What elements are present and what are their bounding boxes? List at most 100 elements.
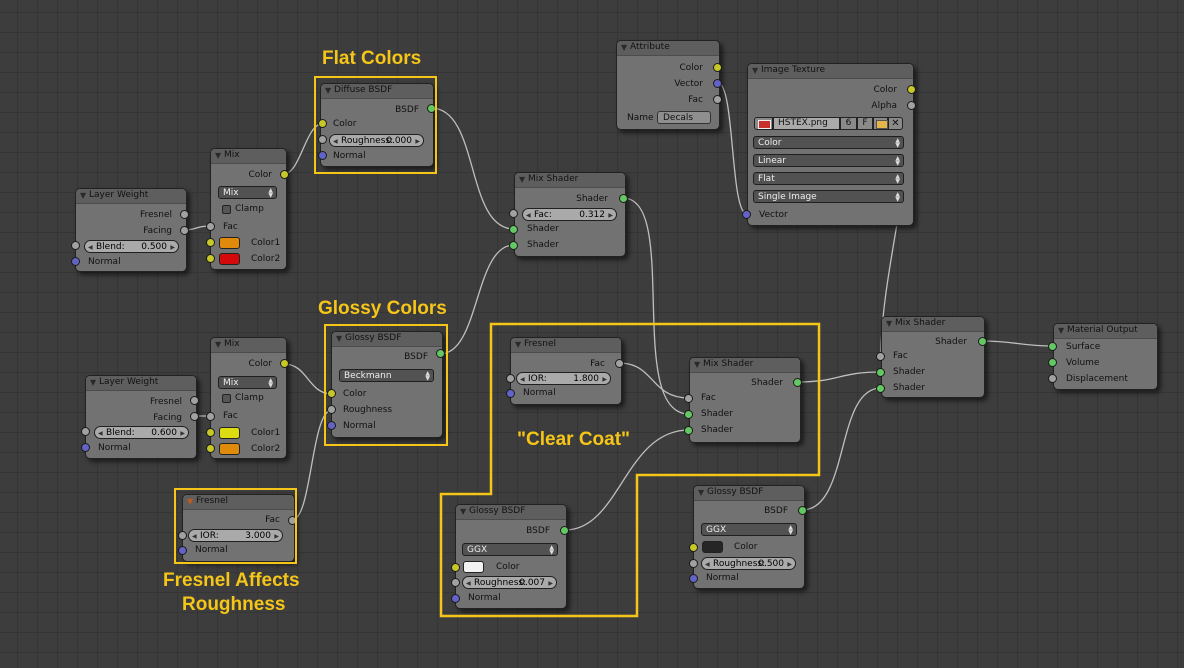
socket-input-normal[interactable] <box>71 257 80 266</box>
socket-output-alpha[interactable] <box>907 101 916 110</box>
distribution-dropdown[interactable]: GGX▲▼ <box>701 523 797 536</box>
socket-input-roughness[interactable] <box>689 559 698 568</box>
color-swatch[interactable] <box>702 541 723 553</box>
node-header[interactable]: ▼Mix Shader <box>690 358 800 373</box>
decrement-arrow-icon[interactable]: ◀ <box>520 376 525 383</box>
socket-input-normal[interactable] <box>689 574 698 583</box>
socket-output-shader[interactable] <box>978 337 987 346</box>
increment-arrow-icon[interactable]: ▶ <box>170 244 175 251</box>
increment-arrow-icon[interactable]: ▶ <box>787 561 792 568</box>
socket-input-volume[interactable] <box>1048 358 1057 367</box>
socket-output-fresnel[interactable] <box>190 396 199 405</box>
socket-input-roughness[interactable] <box>451 578 460 587</box>
collapse-triangle-icon[interactable]: ▼ <box>187 497 194 506</box>
socket-input-shader2[interactable] <box>509 241 518 250</box>
mix-node-1[interactable]: ▼Mix Color Mix▲▼ Clamp Fac Color1 Color2 <box>210 148 287 270</box>
clamp-checkbox[interactable] <box>222 394 231 403</box>
socket-input-ior[interactable] <box>506 374 515 383</box>
mix-node-2[interactable]: ▼Mix Color Mix▲▼ Clamp Fac Color1 Color2 <box>210 337 287 459</box>
socket-input-blend[interactable] <box>71 241 80 250</box>
socket-output-color[interactable] <box>713 63 722 72</box>
socket-input-shader1[interactable] <box>876 368 885 377</box>
distribution-dropdown[interactable]: Beckmann▲▼ <box>339 369 434 382</box>
projection-dropdown[interactable]: Flat▲▼ <box>753 172 904 185</box>
socket-input-blend[interactable] <box>81 427 90 436</box>
increment-arrow-icon[interactable]: ▶ <box>548 580 553 587</box>
socket-input-normal[interactable] <box>506 389 515 398</box>
layer-weight-node-1[interactable]: ▼Layer Weight Fresnel Facing ◀Blend:0.50… <box>75 188 187 272</box>
decrement-arrow-icon[interactable]: ◀ <box>192 533 197 540</box>
layer-weight-node-2[interactable]: ▼Layer Weight Fresnel Facing ◀Blend:0.60… <box>85 375 197 459</box>
fresnel-node-1[interactable]: ▼Fresnel Fac ◀IOR:3.000▶ Normal <box>182 494 295 562</box>
socket-output-shader[interactable] <box>619 194 628 203</box>
unlink-image-icon[interactable]: ✕ <box>888 117 903 130</box>
socket-output-bsdf[interactable] <box>560 526 569 535</box>
socket-input-fac[interactable] <box>509 209 518 218</box>
roughness-field[interactable]: ◀Roughness:0.007▶ <box>462 576 557 589</box>
socket-input-surface[interactable] <box>1048 342 1057 351</box>
open-folder-icon[interactable] <box>873 117 888 130</box>
socket-input-normal[interactable] <box>81 443 90 452</box>
socket-input-normal[interactable] <box>327 421 336 430</box>
fake-user-button[interactable]: F <box>857 117 873 130</box>
collapse-triangle-icon[interactable]: ▼ <box>698 488 705 497</box>
collapse-triangle-icon[interactable]: ▼ <box>460 507 467 516</box>
socket-input-shader1[interactable] <box>509 225 518 234</box>
socket-output-vector[interactable] <box>713 79 722 88</box>
socket-output-bsdf[interactable] <box>436 349 445 358</box>
image-browse-button[interactable] <box>754 117 773 130</box>
node-header[interactable]: ▼Image Texture <box>748 64 913 79</box>
collapse-triangle-icon[interactable]: ▼ <box>1058 326 1065 335</box>
decrement-arrow-icon[interactable]: ◀ <box>526 212 531 219</box>
color1-swatch[interactable] <box>219 237 240 249</box>
collapse-triangle-icon[interactable]: ▼ <box>215 151 222 160</box>
socket-input-vector[interactable] <box>742 210 751 219</box>
node-header[interactable]: ▼Glossy BSDF <box>332 332 442 347</box>
socket-output-color[interactable] <box>280 359 289 368</box>
increment-arrow-icon[interactable]: ▶ <box>608 212 613 219</box>
decrement-arrow-icon[interactable]: ◀ <box>333 138 338 145</box>
node-header[interactable]: ▼Mix <box>211 149 286 164</box>
glossy-bsdf-node-2[interactable]: ▼Glossy BSDF BSDF GGX▲▼ Color ◀Roughness… <box>455 504 567 609</box>
distribution-dropdown[interactable]: GGX▲▼ <box>462 543 558 556</box>
socket-input-color[interactable] <box>327 389 336 398</box>
mix-shader-node-3[interactable]: ▼Mix Shader Shader Fac Shader Shader <box>881 316 985 398</box>
socket-input-color1[interactable] <box>206 238 215 247</box>
decrement-arrow-icon[interactable]: ◀ <box>98 430 103 437</box>
socket-input-shader1[interactable] <box>684 410 693 419</box>
socket-output-fac[interactable] <box>288 516 297 525</box>
socket-input-color[interactable] <box>318 119 327 128</box>
image-texture-node[interactable]: ▼Image Texture Color Alpha HSTEX.png 6 F… <box>747 63 914 226</box>
fresnel-node-2[interactable]: ▼Fresnel Fac ◀IOR:1.800▶ Normal <box>510 337 622 405</box>
blend-mode-dropdown[interactable]: Mix▲▼ <box>218 376 277 389</box>
attribute-node[interactable]: ▼Attribute Color Vector Fac Name Decals <box>616 40 720 130</box>
collapse-triangle-icon[interactable]: ▼ <box>752 66 759 75</box>
color-swatch[interactable] <box>463 561 484 573</box>
color-space-dropdown[interactable]: Color▲▼ <box>753 136 904 149</box>
increment-arrow-icon[interactable]: ▶ <box>274 533 279 540</box>
socket-output-shader[interactable] <box>793 378 802 387</box>
ior-field[interactable]: ◀IOR:3.000▶ <box>188 529 283 542</box>
node-header[interactable]: ▼Glossy BSDF <box>694 486 804 501</box>
socket-output-facing[interactable] <box>180 226 189 235</box>
socket-input-displacement[interactable] <box>1048 374 1057 383</box>
socket-input-shader2[interactable] <box>876 384 885 393</box>
collapse-triangle-icon[interactable]: ▼ <box>90 378 97 387</box>
socket-input-ior[interactable] <box>178 531 187 540</box>
roughness-field[interactable]: ◀Roughness:0.000▶ <box>329 134 424 147</box>
collapse-triangle-icon[interactable]: ▼ <box>519 175 526 184</box>
blend-mode-dropdown[interactable]: Mix▲▼ <box>218 186 277 199</box>
socket-output-color[interactable] <box>280 170 289 179</box>
increment-arrow-icon[interactable]: ▶ <box>415 138 420 145</box>
socket-input-normal[interactable] <box>451 594 460 603</box>
color1-swatch[interactable] <box>219 427 240 439</box>
socket-input-roughness[interactable] <box>327 405 336 414</box>
socket-input-roughness[interactable] <box>318 135 327 144</box>
diffuse-bsdf-node[interactable]: ▼Diffuse BSDF BSDF Color ◀Roughness:0.00… <box>320 83 434 167</box>
collapse-triangle-icon[interactable]: ▼ <box>694 360 701 369</box>
color2-swatch[interactable] <box>219 443 240 455</box>
mix-shader-node-1[interactable]: ▼Mix Shader Shader ◀Fac:0.312▶ Shader Sh… <box>514 172 626 257</box>
socket-input-fac[interactable] <box>206 412 215 421</box>
collapse-triangle-icon[interactable]: ▼ <box>325 86 332 95</box>
decrement-arrow-icon[interactable]: ◀ <box>466 580 471 587</box>
